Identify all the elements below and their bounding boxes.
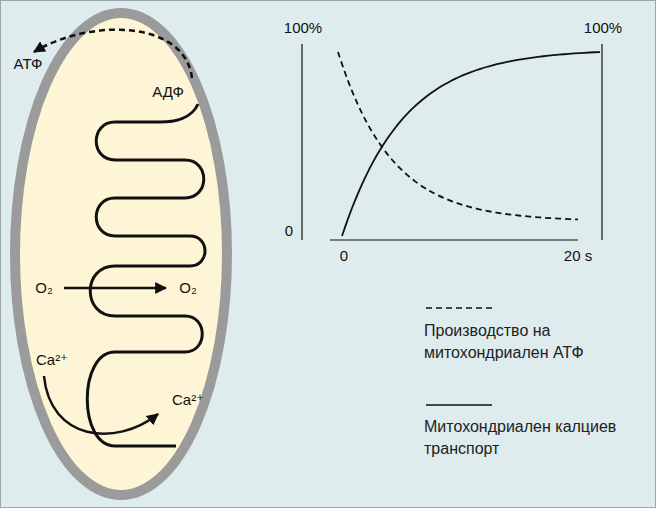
cristae bbox=[87, 104, 205, 446]
legend-text: Митохондриален калциев транспорт bbox=[424, 416, 646, 460]
molecule-label: АДФ bbox=[152, 84, 184, 101]
legend-text: Производство на митохондриален АТФ bbox=[424, 320, 646, 364]
calcium-arrow bbox=[44, 376, 158, 434]
molecule-label: O₂ bbox=[35, 280, 53, 297]
oxygen-arrow bbox=[64, 287, 166, 290]
axis-tick-label: 0 bbox=[285, 223, 293, 240]
ion-label: Ca²⁺ bbox=[36, 352, 68, 369]
legend-line-sample bbox=[426, 307, 492, 309]
right-axis bbox=[601, 44, 602, 240]
left-axis bbox=[301, 44, 302, 240]
ion-label: Ca²⁺ bbox=[172, 392, 204, 409]
legend-line-sample bbox=[426, 404, 492, 406]
axis-tick-label: 20 s bbox=[564, 248, 592, 265]
molecule-label: O₂ bbox=[179, 280, 197, 297]
calcium-transport-curve bbox=[342, 52, 600, 236]
mitochondrion-membrane bbox=[15, 13, 227, 495]
molecule-label: АТФ bbox=[14, 56, 43, 73]
axis-tick-label: 0 bbox=[340, 248, 348, 265]
axis-tick-label: 100% bbox=[284, 20, 322, 37]
time-axis bbox=[330, 239, 578, 240]
axis-tick-label: 100% bbox=[584, 20, 622, 37]
atp-export-arrow bbox=[34, 30, 192, 78]
